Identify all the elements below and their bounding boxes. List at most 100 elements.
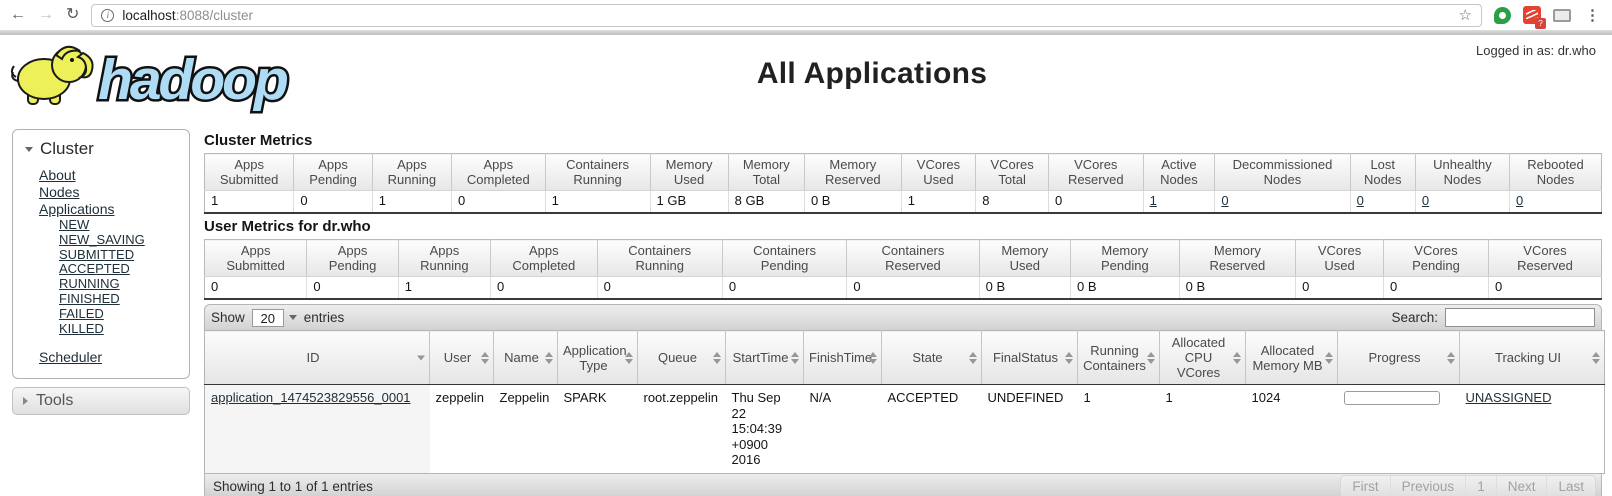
pagination-page-1[interactable]: 1 <box>1465 476 1496 496</box>
sidebar-item-killed[interactable]: KILLED <box>59 320 104 336</box>
col-starttime[interactable]: StartTime <box>725 330 804 385</box>
col-allocated-memory-mb[interactable]: Allocated Memory MB <box>1245 330 1338 385</box>
browser-menu-icon[interactable]: ⋮ <box>1585 6 1600 24</box>
pagination-first[interactable]: First <box>1352 479 1379 494</box>
sidebar-item-new[interactable]: NEW <box>59 217 90 232</box>
tools-section-label: Tools <box>36 392 74 410</box>
sidebar-section-tools[interactable]: Tools <box>12 387 190 416</box>
col-finalstatus[interactable]: FinalStatus <box>981 330 1078 385</box>
cell-starttime: Thu Sep 22 15:04:39 +0900 2016 <box>731 390 783 467</box>
tracking-ui-link[interactable]: UNASSIGNED <box>1465 390 1552 405</box>
active-nodes-link[interactable]: 1 <box>1149 193 1157 208</box>
metric-value: 0 B <box>1179 276 1297 299</box>
cell-state: ACCEPTED <box>887 390 959 405</box>
info-icon[interactable]: i <box>101 8 115 22</box>
col-vcores-used: VCores Used <box>901 153 977 191</box>
extension-badge: ? <box>1535 18 1546 29</box>
sort-both-icon <box>1065 351 1073 364</box>
sidebar-item-about[interactable]: About <box>39 167 76 183</box>
metric-value: 0 <box>1350 190 1416 213</box>
col-tracking-ui[interactable]: Tracking UI <box>1459 330 1605 385</box>
green-extension-icon[interactable] <box>1494 6 1511 24</box>
col-apps-submitted: Apps Submitted <box>204 239 308 277</box>
col-progress[interactable]: Progress <box>1337 330 1460 385</box>
col-application-type[interactable]: Application Type <box>557 330 638 385</box>
hadoop-wordmark: hadoop <box>98 48 287 112</box>
sidebar-section-cluster[interactable]: Cluster <box>13 136 189 167</box>
metric-value: 0 B <box>1070 276 1180 299</box>
back-icon[interactable]: ← <box>10 6 26 23</box>
col-running-containers[interactable]: Running Containers <box>1077 330 1160 385</box>
cell-queue: root.zeppelin <box>643 390 718 405</box>
pagination-last[interactable]: Last <box>1546 476 1595 496</box>
page-size-select[interactable]: 20 <box>251 308 297 327</box>
sidebar-item-finished[interactable]: FINISHED <box>59 290 120 306</box>
decommissioned-nodes-link[interactable]: 0 <box>1221 193 1229 208</box>
forward-icon[interactable]: → <box>38 6 54 23</box>
hadoop-elephant-icon <box>10 45 94 105</box>
refresh-icon[interactable]: ↻ <box>66 6 80 23</box>
col-apps-running: Apps Running <box>398 239 492 277</box>
address-bar[interactable]: i localhost:8088/cluster ☆ <box>91 3 1482 27</box>
pagination-next[interactable]: Next <box>1495 476 1547 496</box>
url-host: localhost <box>122 7 176 23</box>
sort-both-icon <box>713 351 721 364</box>
sidebar-item-applications[interactable]: Applications <box>39 201 115 217</box>
sidebar-item-submitted[interactable]: SUBMITTED <box>59 246 135 262</box>
col-vcores-used: VCores Used <box>1295 239 1384 277</box>
gray-extension-icon[interactable] <box>1553 8 1571 22</box>
metric-value: 0 <box>1048 190 1144 213</box>
application-link[interactable]: application_1474523829556_0001 <box>211 390 411 405</box>
col-decommissioned-nodes: Decommissioned Nodes <box>1214 153 1351 191</box>
sidebar-item-accepted[interactable]: ACCEPTED <box>59 261 130 277</box>
hadoop-logo: hadoop <box>6 37 316 120</box>
pagination-previous[interactable]: Previous <box>1389 476 1466 496</box>
cell-application-type: SPARK <box>563 390 607 405</box>
user-metrics-heading: User Metrics for dr.who <box>204 218 371 235</box>
col-vcores-reserved: VCores Reserved <box>1048 153 1144 191</box>
metric-value: 1 <box>204 190 295 213</box>
metric-value: 0 <box>1295 276 1384 299</box>
sort-both-icon <box>545 351 553 364</box>
sidebar-item-failed[interactable]: FAILED <box>59 305 104 321</box>
search-input[interactable] <box>1445 308 1595 327</box>
content: Cluster About Nodes Applications NEW NEW… <box>0 129 1612 496</box>
cluster-metrics-table: Apps Submitted Apps Pending Apps Running… <box>204 153 1602 214</box>
red-extension-icon[interactable]: ? <box>1523 6 1546 29</box>
col-containers-running: Containers Running <box>597 239 723 277</box>
application-row: application_1474523829556_0001 zeppelin … <box>204 384 1605 473</box>
metric-value: 0 <box>846 276 980 299</box>
col-user[interactable]: User <box>429 330 494 385</box>
metric-value: 0 <box>1509 191 1601 214</box>
sidebar-item-scheduler[interactable]: Scheduler <box>39 349 103 366</box>
unhealthy-nodes-link[interactable]: 0 <box>1421 193 1430 208</box>
col-apps-pending: Apps Pending <box>306 239 399 277</box>
col-state[interactable]: State <box>881 330 982 385</box>
sort-both-icon <box>1325 351 1333 364</box>
sidebar-item-new-saving[interactable]: NEW_SAVING <box>59 231 145 247</box>
col-allocated-cpu-vcores[interactable]: Allocated CPU VCores <box>1159 330 1246 385</box>
col-lost-nodes: Lost Nodes <box>1350 153 1416 191</box>
col-memory-reserved: Memory Reserved <box>1179 239 1297 277</box>
cluster-metrics-heading: Cluster Metrics <box>204 132 313 149</box>
col-apps-running: Apps Running <box>372 153 453 191</box>
lost-nodes-link[interactable]: 0 <box>1356 193 1364 208</box>
col-finishtime[interactable]: FinishTime <box>803 330 882 385</box>
col-name[interactable]: Name <box>493 330 558 385</box>
col-queue[interactable]: Queue <box>637 330 726 385</box>
cell-id: application_1474523829556_0001 <box>204 384 430 473</box>
showing-entries-status: Showing 1 to 1 of 1 entries <box>213 479 373 494</box>
rebooted-nodes-link[interactable]: 0 <box>1515 193 1524 208</box>
metric-value: 0 <box>722 276 848 299</box>
bookmark-star-icon[interactable]: ☆ <box>1458 6 1472 24</box>
page-title: All Applications <box>756 57 988 90</box>
sidebar-item-nodes[interactable]: Nodes <box>39 184 80 200</box>
metric-value: 8 <box>975 190 1049 213</box>
cluster-nav-box: Cluster About Nodes Applications NEW NEW… <box>12 129 190 380</box>
sidebar-item-running[interactable]: RUNNING <box>59 276 120 292</box>
chrome-divider <box>0 30 1612 35</box>
cluster-metrics-value-row: 1 0 1 0 1 1 GB 8 GB 0 B 1 8 0 1 0 0 0 0 <box>204 190 1602 214</box>
col-id[interactable]: ID <box>204 330 430 385</box>
cell-finalstatus: UNDEFINED <box>987 390 1064 405</box>
